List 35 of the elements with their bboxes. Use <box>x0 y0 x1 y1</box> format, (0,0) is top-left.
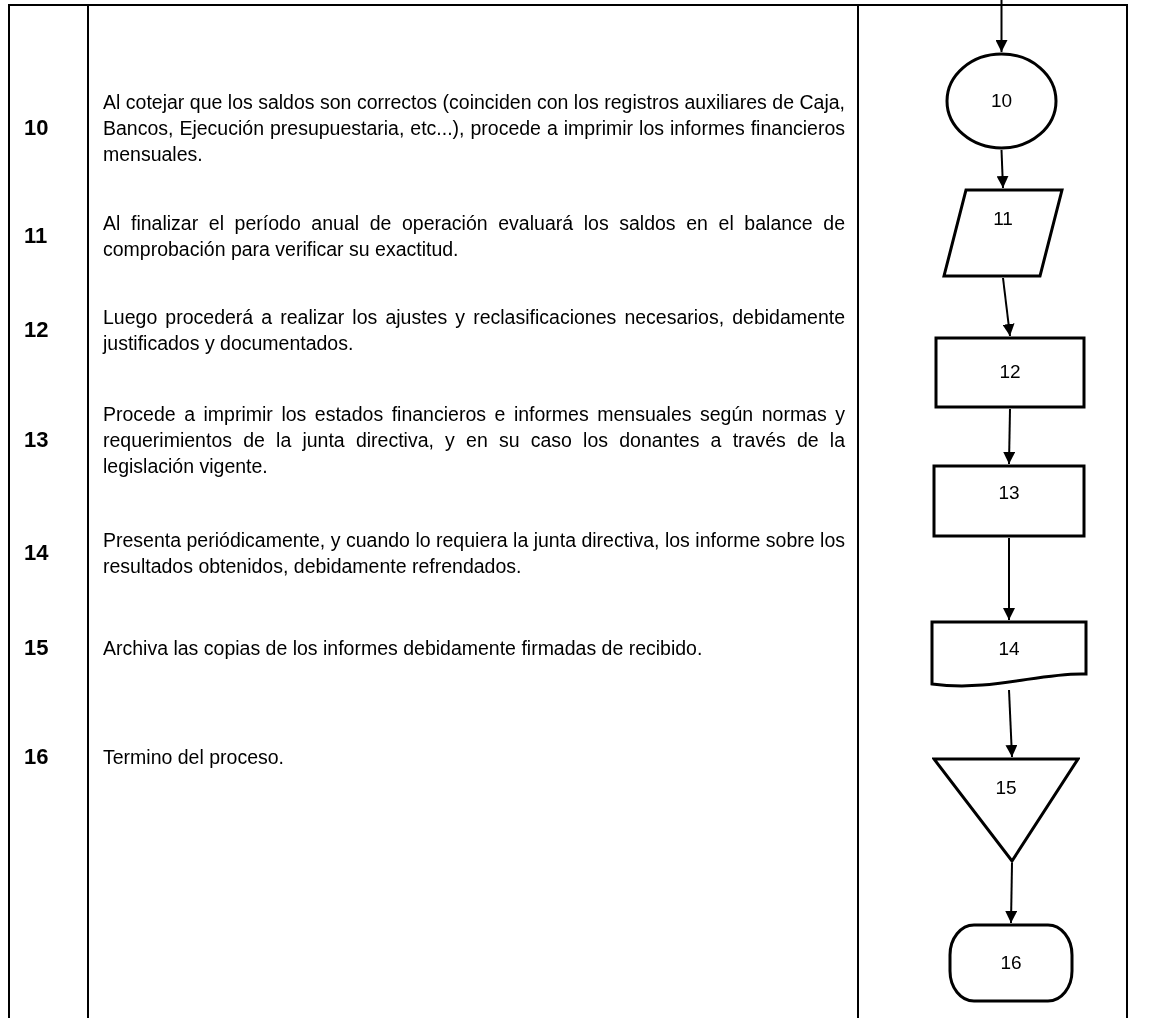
shape-label: 11 <box>993 206 1013 231</box>
shape-label: 13 <box>998 480 1020 505</box>
document-shape <box>930 620 1088 690</box>
step-description: Archiva las copias de los informes debidamente firmadas de recibido. <box>103 636 704 661</box>
data-parallelogram <box>942 188 1064 278</box>
step-description: Al finalizar el período anual de operación evaluará los saldos en el balance de comprobación para verificar su exactitud. <box>103 211 845 262</box>
process-box <box>932 464 1086 538</box>
step-description: Procede a imprimir los estados financieros e informes mensuales según normas y requerimientos de la junta directiva, y en su caso los donantes a través de la legislación vigente. <box>103 402 845 479</box>
merge-triangle <box>932 757 1080 863</box>
shape-label: 12 <box>999 360 1021 385</box>
shape-label: 14 <box>998 636 1020 661</box>
step-number: 10 <box>24 115 50 141</box>
step-description: Al cotejar que los saldos son correctos (coinciden con los registros auxiliares de Caja, Bancos, Ejecución presupuestaria, etc...), procede a imprimir los informes financieros mensuales. <box>103 90 845 167</box>
terminal-shape <box>948 923 1074 1003</box>
step-description: Termino del proceso. <box>103 745 285 770</box>
shape-label: 10 <box>990 88 1013 113</box>
connector-circle <box>945 52 1058 150</box>
arrow <box>996 149 1009 189</box>
arrow <box>1002 277 1015 337</box>
arrow <box>995 0 1008 53</box>
arrow <box>1005 689 1018 758</box>
step-description: Presenta periódicamente, y cuando lo requiera la junta directiva, los informe sobre los resultados obtenidos, debidamente refrendados. <box>103 528 845 579</box>
step-number: 11 <box>24 223 49 249</box>
step-description: Luego procederá a realizar los ajustes y reclasificaciones necesarios, debidamente justificados y documentados. <box>103 305 845 356</box>
step-number: 12 <box>24 317 50 343</box>
step-number: 16 <box>24 744 50 770</box>
shape-label: 16 <box>1000 950 1022 975</box>
shape-label: 15 <box>995 775 1017 800</box>
arrow <box>1005 862 1018 924</box>
step-number: 15 <box>24 635 50 661</box>
process-box <box>934 336 1086 409</box>
arrow <box>1003 537 1015 621</box>
arrow <box>1003 408 1016 465</box>
step-number: 14 <box>24 540 50 566</box>
step-number: 13 <box>24 427 50 453</box>
